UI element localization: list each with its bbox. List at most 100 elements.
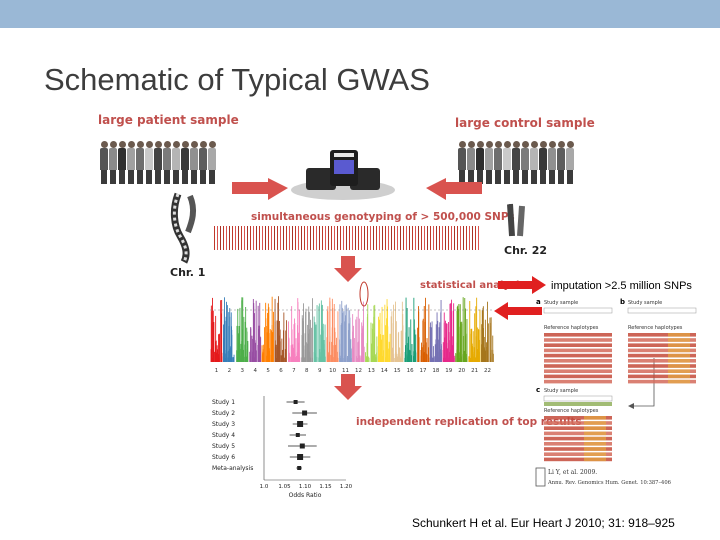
manhattan-point [310,358,311,362]
manhattan-point [220,300,221,362]
manhattan-point [457,347,458,362]
manhattan-point [332,356,333,362]
person-figure [530,141,538,184]
person-figure [199,141,207,184]
manhattan-point [463,354,464,362]
imputation-label: imputation >2.5 million SNPs [551,280,692,292]
manhattan-point [433,358,434,362]
haplotype-row [544,333,612,337]
forest-estimate-marker [300,444,305,449]
manhattan-point [485,351,486,362]
manhattan-point [490,357,491,362]
manhattan-point [245,322,246,362]
manhattan-point [367,357,368,362]
manhattan-point [443,350,444,362]
manhattan-point [243,350,244,362]
haplotype-row [544,338,612,342]
manhattan-point [349,358,350,362]
manhattan-point [461,357,462,362]
person-figure [485,141,493,184]
person-figure [539,141,547,184]
person-figure [557,141,565,184]
manhattan-point [279,358,280,362]
haplotype-highlight [668,338,690,342]
manhattan-point [374,305,375,362]
haplotype-row [544,380,612,384]
manhattan-point [252,343,253,362]
snp-barcode [214,226,480,250]
person-figure [154,141,162,184]
patient-sample-label: large patient sample [98,113,239,127]
manhattan-point [437,321,438,362]
manhattan-point [384,305,385,362]
haplotype-highlight [584,442,606,446]
manhattan-point [308,312,309,362]
manhattan-point [383,350,384,362]
manhattan-point [263,345,264,362]
manhattan-point [358,357,359,362]
panel-c-letter: c [536,386,540,394]
manhattan-point [345,305,346,362]
manhattan-point [445,358,446,362]
manhattan-point [230,358,231,362]
manhattan-chrom-label: 4 [253,368,257,374]
manhattan-point [385,357,386,362]
manhattan-point [325,325,326,363]
manhattan-point [329,357,330,362]
manhattan-chrom-label: 14 [381,368,388,374]
person-figure [109,141,117,184]
manhattan-point [268,304,269,363]
manhattan-point [259,352,260,362]
manhattan-point [488,346,489,362]
forest-tick-label: 1.0 [260,484,269,490]
manhattan-point [434,358,435,362]
manhattan-chrom-label: 20 [458,368,465,374]
manhattan-point [390,343,391,362]
study-sample-row [628,308,696,313]
manhattan-point [392,348,393,362]
manhattan-point [398,332,399,362]
manhattan-point [336,338,337,362]
manhattan-point [217,350,218,362]
manhattan-point [375,357,376,362]
manhattan-point [285,358,286,362]
arrow-patient [232,178,292,202]
manhattan-point [490,318,491,362]
manhattan-point [237,326,238,362]
manhattan-chrom-label: 21 [471,368,478,374]
haplotype-highlight [584,437,606,441]
manhattan-point [424,358,425,363]
manhattan-point [260,337,261,362]
haplotype-highlight [668,354,690,358]
manhattan-point [346,315,347,362]
haplotype-highlight [668,359,690,363]
manhattan-point [376,337,377,363]
manhattan-point [478,330,479,362]
study-sample-row [544,308,612,313]
manhattan-point [424,306,425,362]
person-figure [100,141,108,184]
manhattan-point [299,358,300,363]
manhattan-point [288,338,289,362]
manhattan-point [226,352,227,363]
manhattan-point [275,340,276,362]
forest-study-label: Meta-analysis [212,465,253,472]
manhattan-point [393,305,394,362]
haplotype-highlight [584,432,606,436]
manhattan-point [415,335,416,363]
haplotype-highlight [584,458,606,462]
haplotype-highlight [584,447,606,451]
panel-b-letter: b [620,298,625,306]
person-figure [503,141,511,184]
manhattan-point [477,349,478,362]
manhattan-point [386,318,387,362]
manhattan-point [418,330,419,362]
manhattan-point [432,321,433,362]
manhattan-point [373,306,374,362]
manhattan-point [211,349,212,362]
manhattan-point [401,331,402,362]
manhattan-point [321,355,322,362]
manhattan-chrom-label: 16 [407,368,414,374]
source-line-1: Li Y, et al. 2009. [548,469,597,476]
manhattan-point [256,356,257,362]
